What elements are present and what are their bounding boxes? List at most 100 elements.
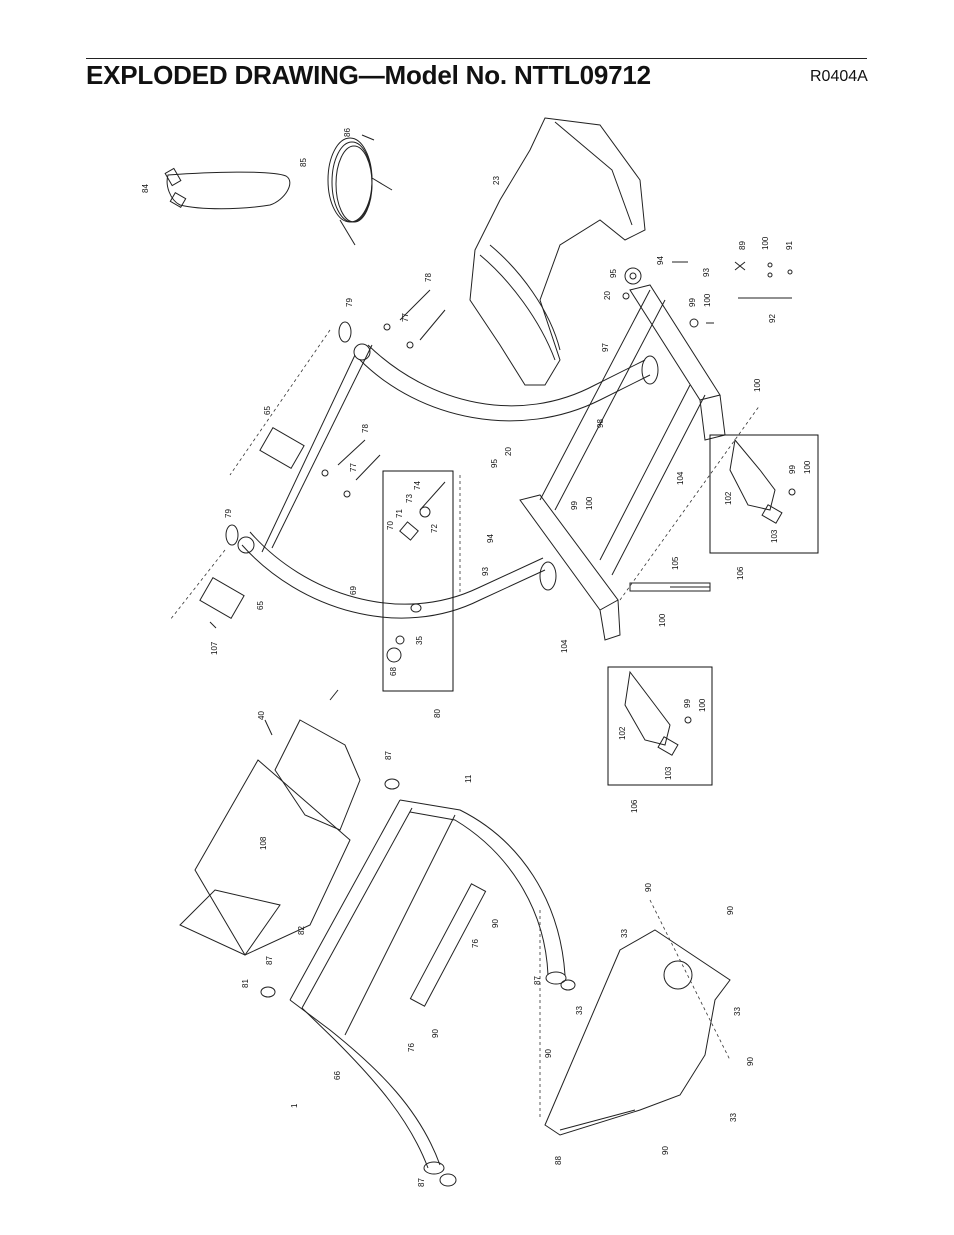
callout-p26: 104 [676,471,685,485]
callout-p41: 106 [736,566,745,580]
callout-p73: 90 [544,1049,553,1058]
base-plate [544,929,731,1136]
callout-p65: 90 [491,919,500,928]
callout-labels: 84 86 85 23 89 100 91 94 95 93 20 99 100… [141,128,812,1187]
callout-p22: 78 [361,424,370,433]
fastener-set-top [622,261,793,328]
callout-p44: 65 [256,601,265,610]
callout-p70: 33 [575,1006,584,1015]
base-frame [519,284,726,641]
callout-p39: 94 [486,534,495,543]
callout-p66: 33 [620,929,629,938]
callout-p71: 33 [733,1007,742,1016]
callout-p16: 79 [345,298,354,307]
inset-parts-106-bottom [624,670,692,756]
page-title: EXPLODED DRAWING—Model No. NTTL09712 [86,60,651,90]
callout-p9: 95 [609,269,618,278]
callout-p30: 103 [770,529,779,543]
callout-p74: 66 [333,1071,342,1080]
callout-p42: 105 [671,556,680,570]
callout-p19: 100 [753,378,762,392]
callout-p75: 1 [290,1103,299,1108]
callout-p10: 93 [702,268,711,277]
callout-p46: 35 [415,636,424,645]
callout-p56: 40 [257,711,266,720]
callout-p80: 87 [417,1178,426,1187]
callout-p77: 33 [729,1113,738,1122]
callout-p23: 77 [349,463,358,472]
callout-p31: 79 [224,509,233,518]
callout-p3: 85 [299,158,308,167]
callout-p15: 78 [424,273,433,282]
callout-p5: 89 [738,241,747,250]
callout-p52: 100 [698,698,707,712]
callout-p72: 90 [726,906,735,915]
callout-p76: 90 [746,1057,755,1066]
inset-box-106-bottom [607,666,713,786]
callout-p28: 100 [803,460,812,474]
callout-p25: 20 [504,447,513,456]
callout-p57: 87 [384,751,393,760]
console-shroud [469,117,646,386]
motor-hood [179,689,361,956]
callout-p37: 99 [570,501,579,510]
callout-p55: 106 [630,799,639,813]
header-rule [86,58,867,59]
callout-p51: 99 [683,699,692,708]
inset-parts-80 [386,481,446,663]
callout-p63: 90 [644,883,653,892]
callout-p38: 100 [585,496,594,510]
callout-p69: 90 [431,1029,440,1038]
end-cap-parts [199,427,305,629]
callout-p60: 82 [297,926,306,935]
callout-p24: 95 [490,459,499,468]
inset-box-80 [382,470,454,692]
drawing-code: R0404A [810,68,868,85]
callout-p43: 69 [349,586,358,595]
callout-p33: 73 [405,494,414,503]
callout-p27: 99 [788,465,797,474]
callout-p36: 72 [430,524,439,533]
callout-p61: 81 [241,979,250,988]
callout-p4: 23 [492,176,501,185]
upright-frame [237,343,659,619]
callout-p53: 102 [618,726,627,740]
callout-p79: 90 [661,1146,670,1155]
lower-base-frame [260,778,576,1187]
callout-p62: 87 [265,956,274,965]
callout-p58: 11 [464,774,473,783]
callout-p67: 87 [533,976,542,985]
callout-p1: 84 [141,184,150,193]
callout-p78: 88 [554,1156,563,1165]
callout-p21: 98 [596,419,605,428]
callout-p11: 20 [603,291,612,300]
callout-p48: 100 [658,613,667,627]
callout-p17: 77 [401,313,410,322]
callout-p50: 80 [433,709,442,718]
callout-p34: 71 [395,509,404,518]
cable-part [327,134,393,246]
callout-p12: 99 [688,298,697,307]
callout-p64: 76 [471,939,480,948]
callout-p47: 68 [389,667,398,676]
callout-p6: 100 [761,236,770,250]
callout-p2: 86 [343,128,352,137]
callout-p54: 103 [664,766,673,780]
shock-part [629,582,711,592]
callout-p49: 104 [560,639,569,653]
callout-p45: 107 [210,641,219,655]
callout-p35: 70 [386,521,395,530]
inset-parts-106-top [729,438,796,524]
callout-p7: 91 [785,241,794,250]
bolt-set [225,289,446,546]
callout-p32: 74 [413,481,422,490]
assembly-guides [169,329,761,1120]
pad-part [164,167,291,210]
callout-p59: 108 [259,836,268,850]
callout-p13: 100 [703,293,712,307]
callout-p14: 92 [768,314,777,323]
callout-p29: 102 [724,491,733,505]
callout-p20: 65 [263,406,272,415]
inset-box-106-top [709,434,819,554]
